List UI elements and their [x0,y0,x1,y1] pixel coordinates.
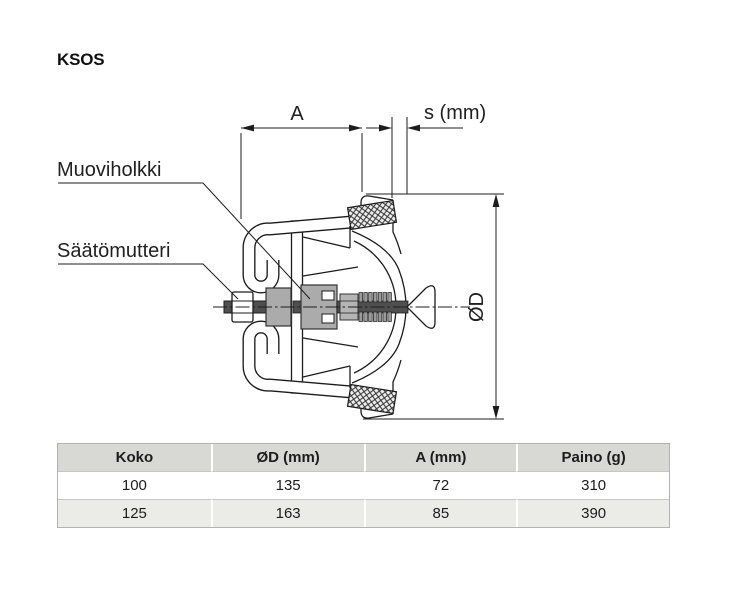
cell-diameter: 163 [210,499,364,527]
dim-d-arrow-bottom [492,406,500,419]
collar-lip-top [360,195,394,214]
dim-d-label: ØD [466,292,488,322]
table-row: 125 163 85 390 [58,499,669,527]
cell-weight: 390 [516,499,669,527]
disc-surface-top [302,266,359,277]
gasket-top-group [346,199,398,231]
thread-rib [368,311,373,322]
cell-a: 72 [363,471,517,499]
thread-rib [358,292,363,303]
gasket-top [346,199,398,231]
dim-s-arrow-left [379,124,392,132]
dim-d-arrow-top [492,194,500,207]
thread-rib [363,292,368,303]
thread-rib [368,292,373,303]
yoke-bracket [242,215,353,399]
dim-s-arrow-right [407,124,420,132]
thread-rib [373,311,378,322]
clip-washer-bottom [321,313,335,324]
disc-surface-bottom [302,337,359,348]
valve-cross-section-diagram: A s (mm) ØD Muoviholkki Säätömutteri [57,102,504,420]
dimension-diameter [363,193,504,420]
cell-size: 125 [58,499,211,527]
body-edge-top [302,236,351,249]
thread-rib [358,311,363,322]
col-header-diameter: ØD (mm) [210,444,364,471]
thread-rib [387,311,392,322]
col-header-size: Koko [115,449,154,466]
table-row: 100 135 72 310 [58,471,669,499]
leader-adjustment-nut [58,263,239,300]
yoke-bottom-hook-fill [243,321,353,398]
spec-table-header-row: Koko ØD (mm) A (mm) Paino (g) [58,444,669,471]
cell-a: 85 [363,499,517,527]
thread-rib [382,311,387,322]
thread-rib [363,311,368,322]
leader-plastic-sleeve [58,182,311,300]
collar-wall-bottom [392,359,402,414]
collar-wall-top [392,200,402,255]
thread-ribs [358,292,392,322]
gasket-bottom [346,383,398,415]
thread-rib [377,292,383,303]
dim-s-label: s (mm) [424,102,486,124]
dim-a-label: A [290,103,304,125]
col-header-a: A (mm) [363,444,517,471]
thread-rib [387,292,392,303]
duct-collar [360,195,402,419]
dimension-s [366,117,463,198]
cell-diameter: 135 [210,471,364,499]
col-header-weight: Paino (g) [516,444,669,471]
dim-a-arrow-left [241,124,254,132]
body-edge-bottom [302,365,351,378]
label-adjustment-nut: Säätömutteri [57,240,170,262]
dim-a-arrow-right [349,124,362,132]
thread-rib [382,292,387,303]
cell-size: 100 [58,471,211,499]
clip-washer-top [321,290,335,301]
page-title: KSOS [57,50,105,69]
thread-rib [373,292,378,303]
thread-rib [377,311,383,322]
gasket-bottom-group [346,383,398,415]
label-plastic-sleeve: Muoviholkki [57,159,161,181]
cell-weight: 310 [516,471,669,499]
spec-table: Koko ØD (mm) A (mm) Paino (g) 100 135 72… [57,443,670,528]
collar-lip-bottom [360,400,394,419]
yoke-top-hook-fill [243,216,353,293]
dimension-a [240,124,363,219]
